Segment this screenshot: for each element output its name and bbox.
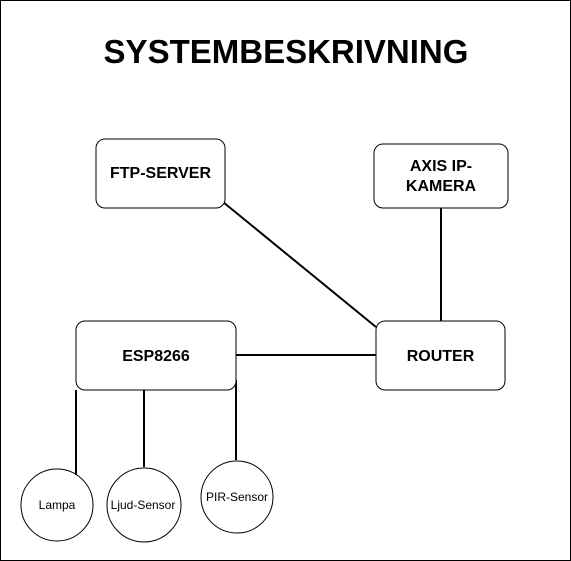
node-router-box <box>375 320 506 391</box>
edge-ftp-server-router <box>222 201 377 328</box>
node-axis-camera[interactable]: AXIS IP- KAMERA <box>373 143 509 209</box>
node-router[interactable]: ROUTER <box>375 320 506 391</box>
node-axis-camera-label-line2: KAMERA <box>406 178 477 195</box>
node-router-label: ROUTER <box>407 348 475 365</box>
node-ftp-server-box <box>95 138 226 209</box>
node-lampa-circle <box>20 468 94 542</box>
node-esp8266-label: ESP8266 <box>122 348 190 365</box>
node-ftp-server[interactable]: FTP-SERVER <box>95 138 226 209</box>
node-pir-sensor-label: PIR-Sensor <box>206 490 268 504</box>
node-esp8266-box <box>75 320 237 391</box>
node-ftp-server-label: FTP-SERVER <box>110 165 212 182</box>
node-esp8266[interactable]: ESP8266 <box>75 320 237 391</box>
node-lampa[interactable]: Lampa <box>20 468 94 542</box>
node-lampa-label: Lampa <box>39 498 76 512</box>
node-ljud-sensor[interactable]: Ljud-Sensor <box>106 467 182 543</box>
node-axis-camera-label-line1: AXIS IP- <box>410 158 472 175</box>
node-ljud-sensor-label: Ljud-Sensor <box>111 498 176 512</box>
node-pir-sensor[interactable]: PIR-Sensor <box>200 460 274 534</box>
node-ljud-sensor-circle <box>106 467 182 543</box>
node-axis-camera-box <box>373 143 509 209</box>
diagram-title: SYSTEMBESKRIVNING <box>104 33 469 70</box>
node-pir-sensor-circle <box>200 460 274 534</box>
